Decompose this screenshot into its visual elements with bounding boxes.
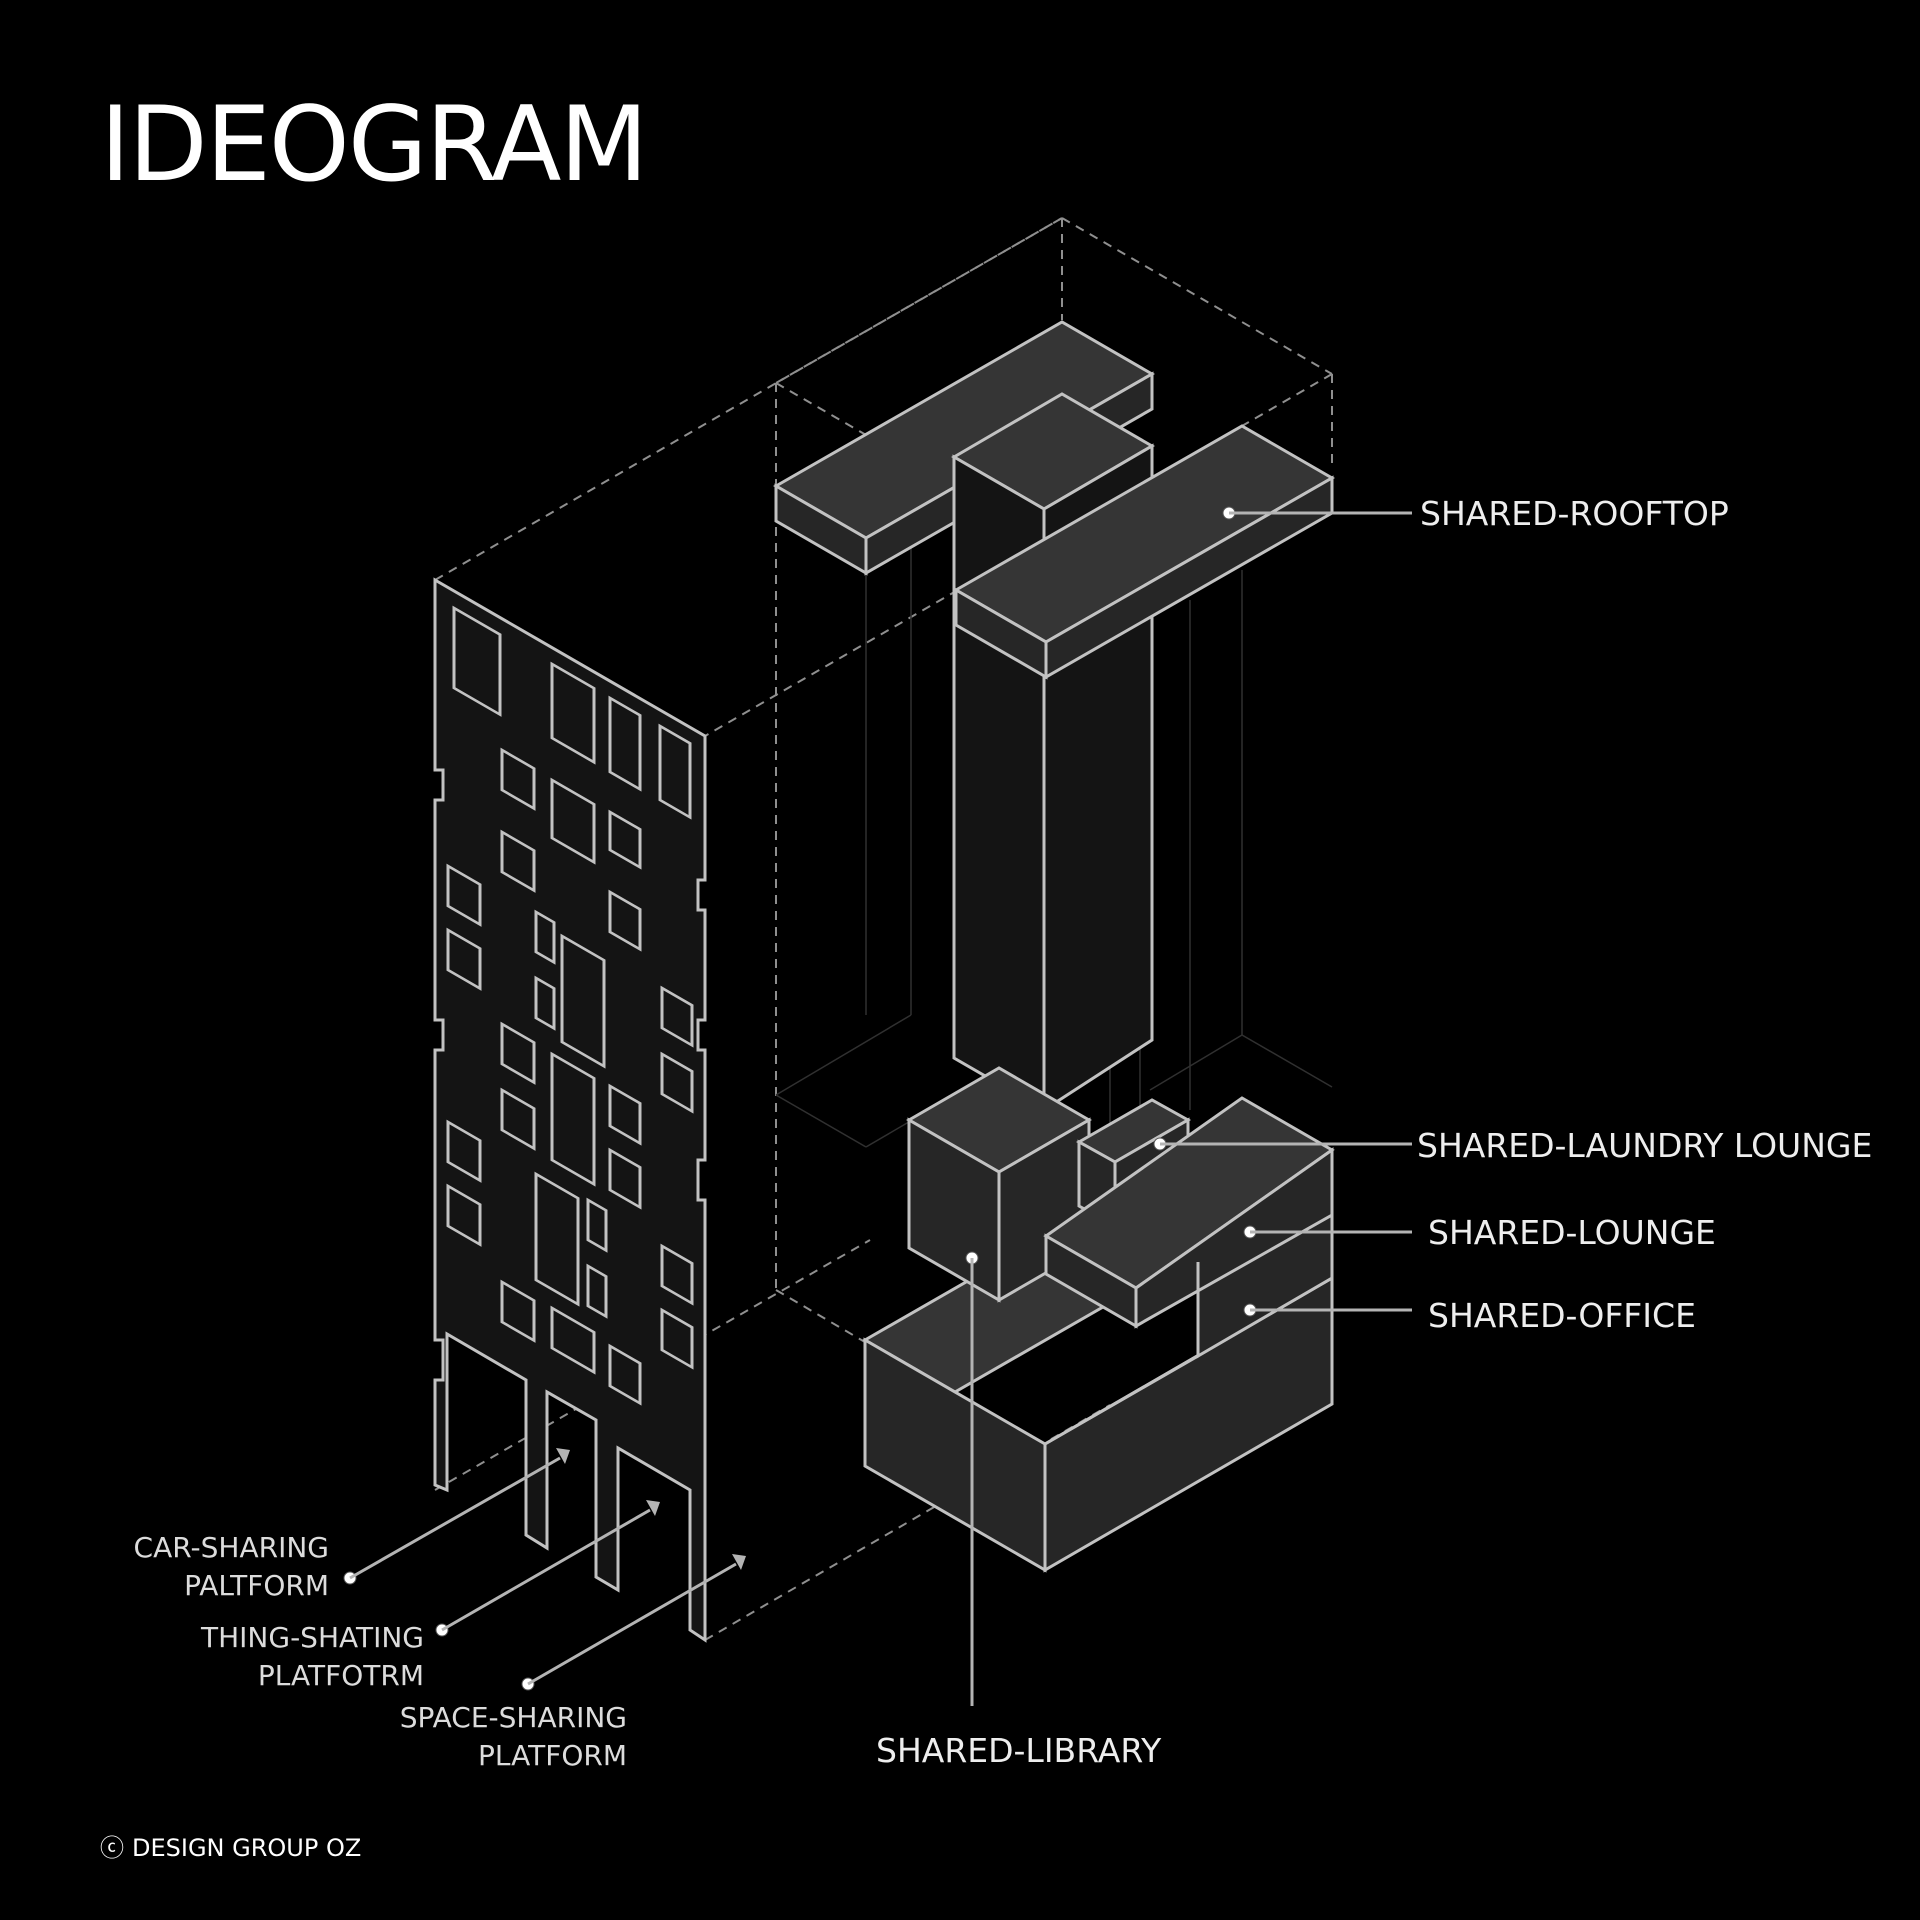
page-title: IDEOGRAM <box>100 85 646 205</box>
label-shared-rooftop: SHARED-ROOFTOP <box>1420 494 1729 533</box>
label-thing-sharing-line1: THING-SHATING <box>200 1621 424 1654</box>
label-leaders <box>965 506 1412 1706</box>
label-shared-laundry-lounge: SHARED-LAUNDRY LOUNGE <box>1417 1126 1872 1165</box>
label-space-sharing-line1: SPACE-SHARING <box>400 1701 627 1734</box>
copyright-icon: ⓒ <box>100 1834 124 1862</box>
platform-arrows <box>343 1448 746 1691</box>
tower-volumes <box>772 320 1336 1573</box>
label-space-sharing-line2: PLATFORM <box>478 1739 627 1772</box>
label-car-sharing-line1: CAR-SHARING <box>134 1531 329 1564</box>
footer-credit: DESIGN GROUP OZ <box>132 1834 361 1862</box>
perforated-facade-panel <box>433 577 707 1643</box>
label-shared-office: SHARED-OFFICE <box>1428 1296 1696 1335</box>
label-thing-sharing-line2: PLATFOTRM <box>258 1659 424 1692</box>
label-shared-library: SHARED-LIBRARY <box>876 1731 1162 1770</box>
label-shared-lounge: SHARED-LOUNGE <box>1428 1213 1716 1252</box>
label-car-sharing-line2: PALTFORM <box>184 1569 329 1602</box>
